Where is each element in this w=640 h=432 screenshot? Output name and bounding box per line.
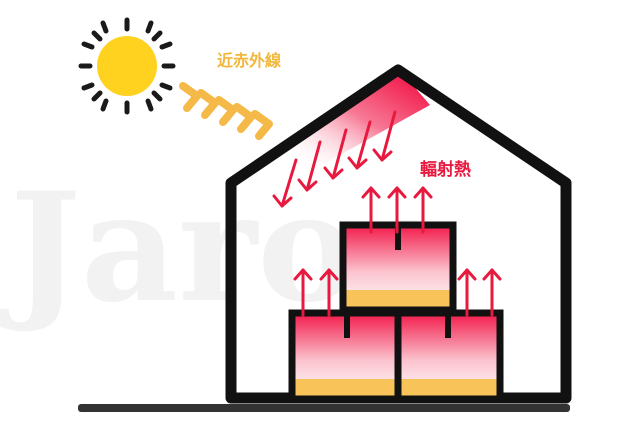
house-outline — [225, 64, 572, 404]
arrow-up-icon — [457, 268, 477, 317]
arrow-down-icon — [297, 140, 322, 192]
ground-line — [78, 404, 570, 412]
arrow-down-icon — [347, 120, 372, 170]
arrow-down-icon — [372, 110, 397, 162]
arrow-up-icon — [387, 186, 407, 234]
arrow-up-icon — [413, 186, 433, 234]
arrow-up-icon — [361, 186, 381, 234]
box-bottom-left — [288, 309, 406, 403]
radiant-heat-label: 輻射熱 — [420, 159, 471, 180]
chevron-right-icon — [179, 82, 273, 140]
arrow-up-icon — [319, 268, 339, 317]
roof-heat-zone — [231, 70, 430, 205]
infrared-label: 近赤外線 — [217, 51, 281, 70]
heat-up-arrows — [293, 186, 502, 317]
heat-down-arrows — [272, 110, 397, 208]
sun-icon — [78, 17, 176, 115]
arrow-up-icon — [482, 268, 502, 317]
box-bottom-right — [394, 309, 504, 403]
arrow-up-icon — [293, 268, 313, 317]
arrow-down-icon — [323, 128, 348, 180]
box-top — [339, 221, 457, 314]
arrow-down-icon — [272, 158, 298, 208]
